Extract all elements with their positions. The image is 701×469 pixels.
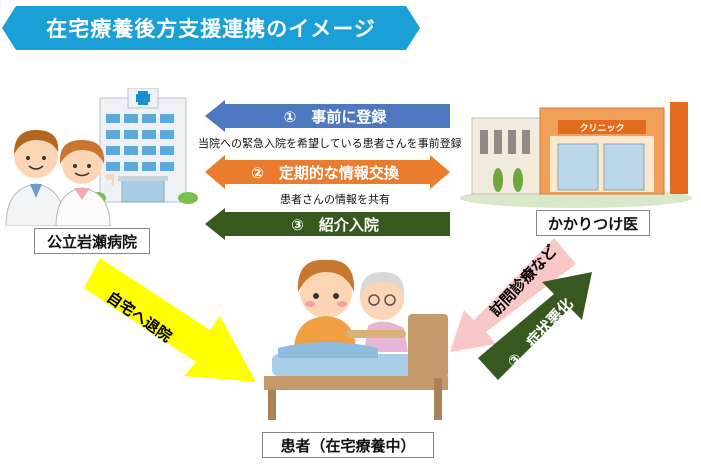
clinic-sign: クリニック [579, 123, 624, 134]
admission-arrow [205, 208, 450, 240]
registration-caption: 当院への緊急入院を希望している患者さんを事前登録 [198, 137, 462, 150]
exchange-label: ② 定期的な情報交換 [251, 163, 399, 182]
patient-name: 患者（在宅療養中） [280, 436, 416, 455]
clinic-name: かかりつけ医 [547, 214, 639, 233]
page-title: 在宅療養後方支援連携のイメージ [46, 17, 376, 41]
admission-arrow-shape [205, 208, 450, 240]
title-banner: 在宅療養後方支援連携のイメージ [2, 6, 420, 50]
discharge-arrow-shape [84, 258, 256, 382]
home-visit-arrow [450, 238, 576, 352]
registration-arrow [205, 100, 450, 132]
discharge-arrow [84, 258, 256, 382]
hospital-name-label: 公立岩瀬病院 [34, 228, 150, 254]
exchange-arrow [205, 155, 450, 189]
registration-arrow-shape [205, 100, 450, 132]
clinic-name-label: かかりつけ医 [536, 210, 650, 236]
doctor-icon [5, 130, 67, 226]
nurse-icon [55, 140, 114, 226]
hospital-building-icon [92, 88, 198, 204]
patient-name-label: 患者（在宅療養中） [262, 432, 434, 458]
worsening-arrow [478, 272, 592, 380]
home-visit-arrow-shape [450, 238, 576, 352]
patient-bed-icon [264, 259, 448, 420]
hospital-staff [5, 130, 114, 226]
admission-label: ③ 紹介入院 [291, 215, 379, 234]
hospital-name: 公立岩瀬病院 [46, 232, 137, 251]
clinic-building-icon: クリニック [460, 102, 692, 208]
registration-label: ① 事前に登録 [283, 107, 387, 126]
exchange-caption: 患者さんの情報を共有 [280, 193, 390, 206]
exchange-arrow-shape [205, 155, 450, 189]
worsening-arrow-shape [478, 272, 592, 380]
